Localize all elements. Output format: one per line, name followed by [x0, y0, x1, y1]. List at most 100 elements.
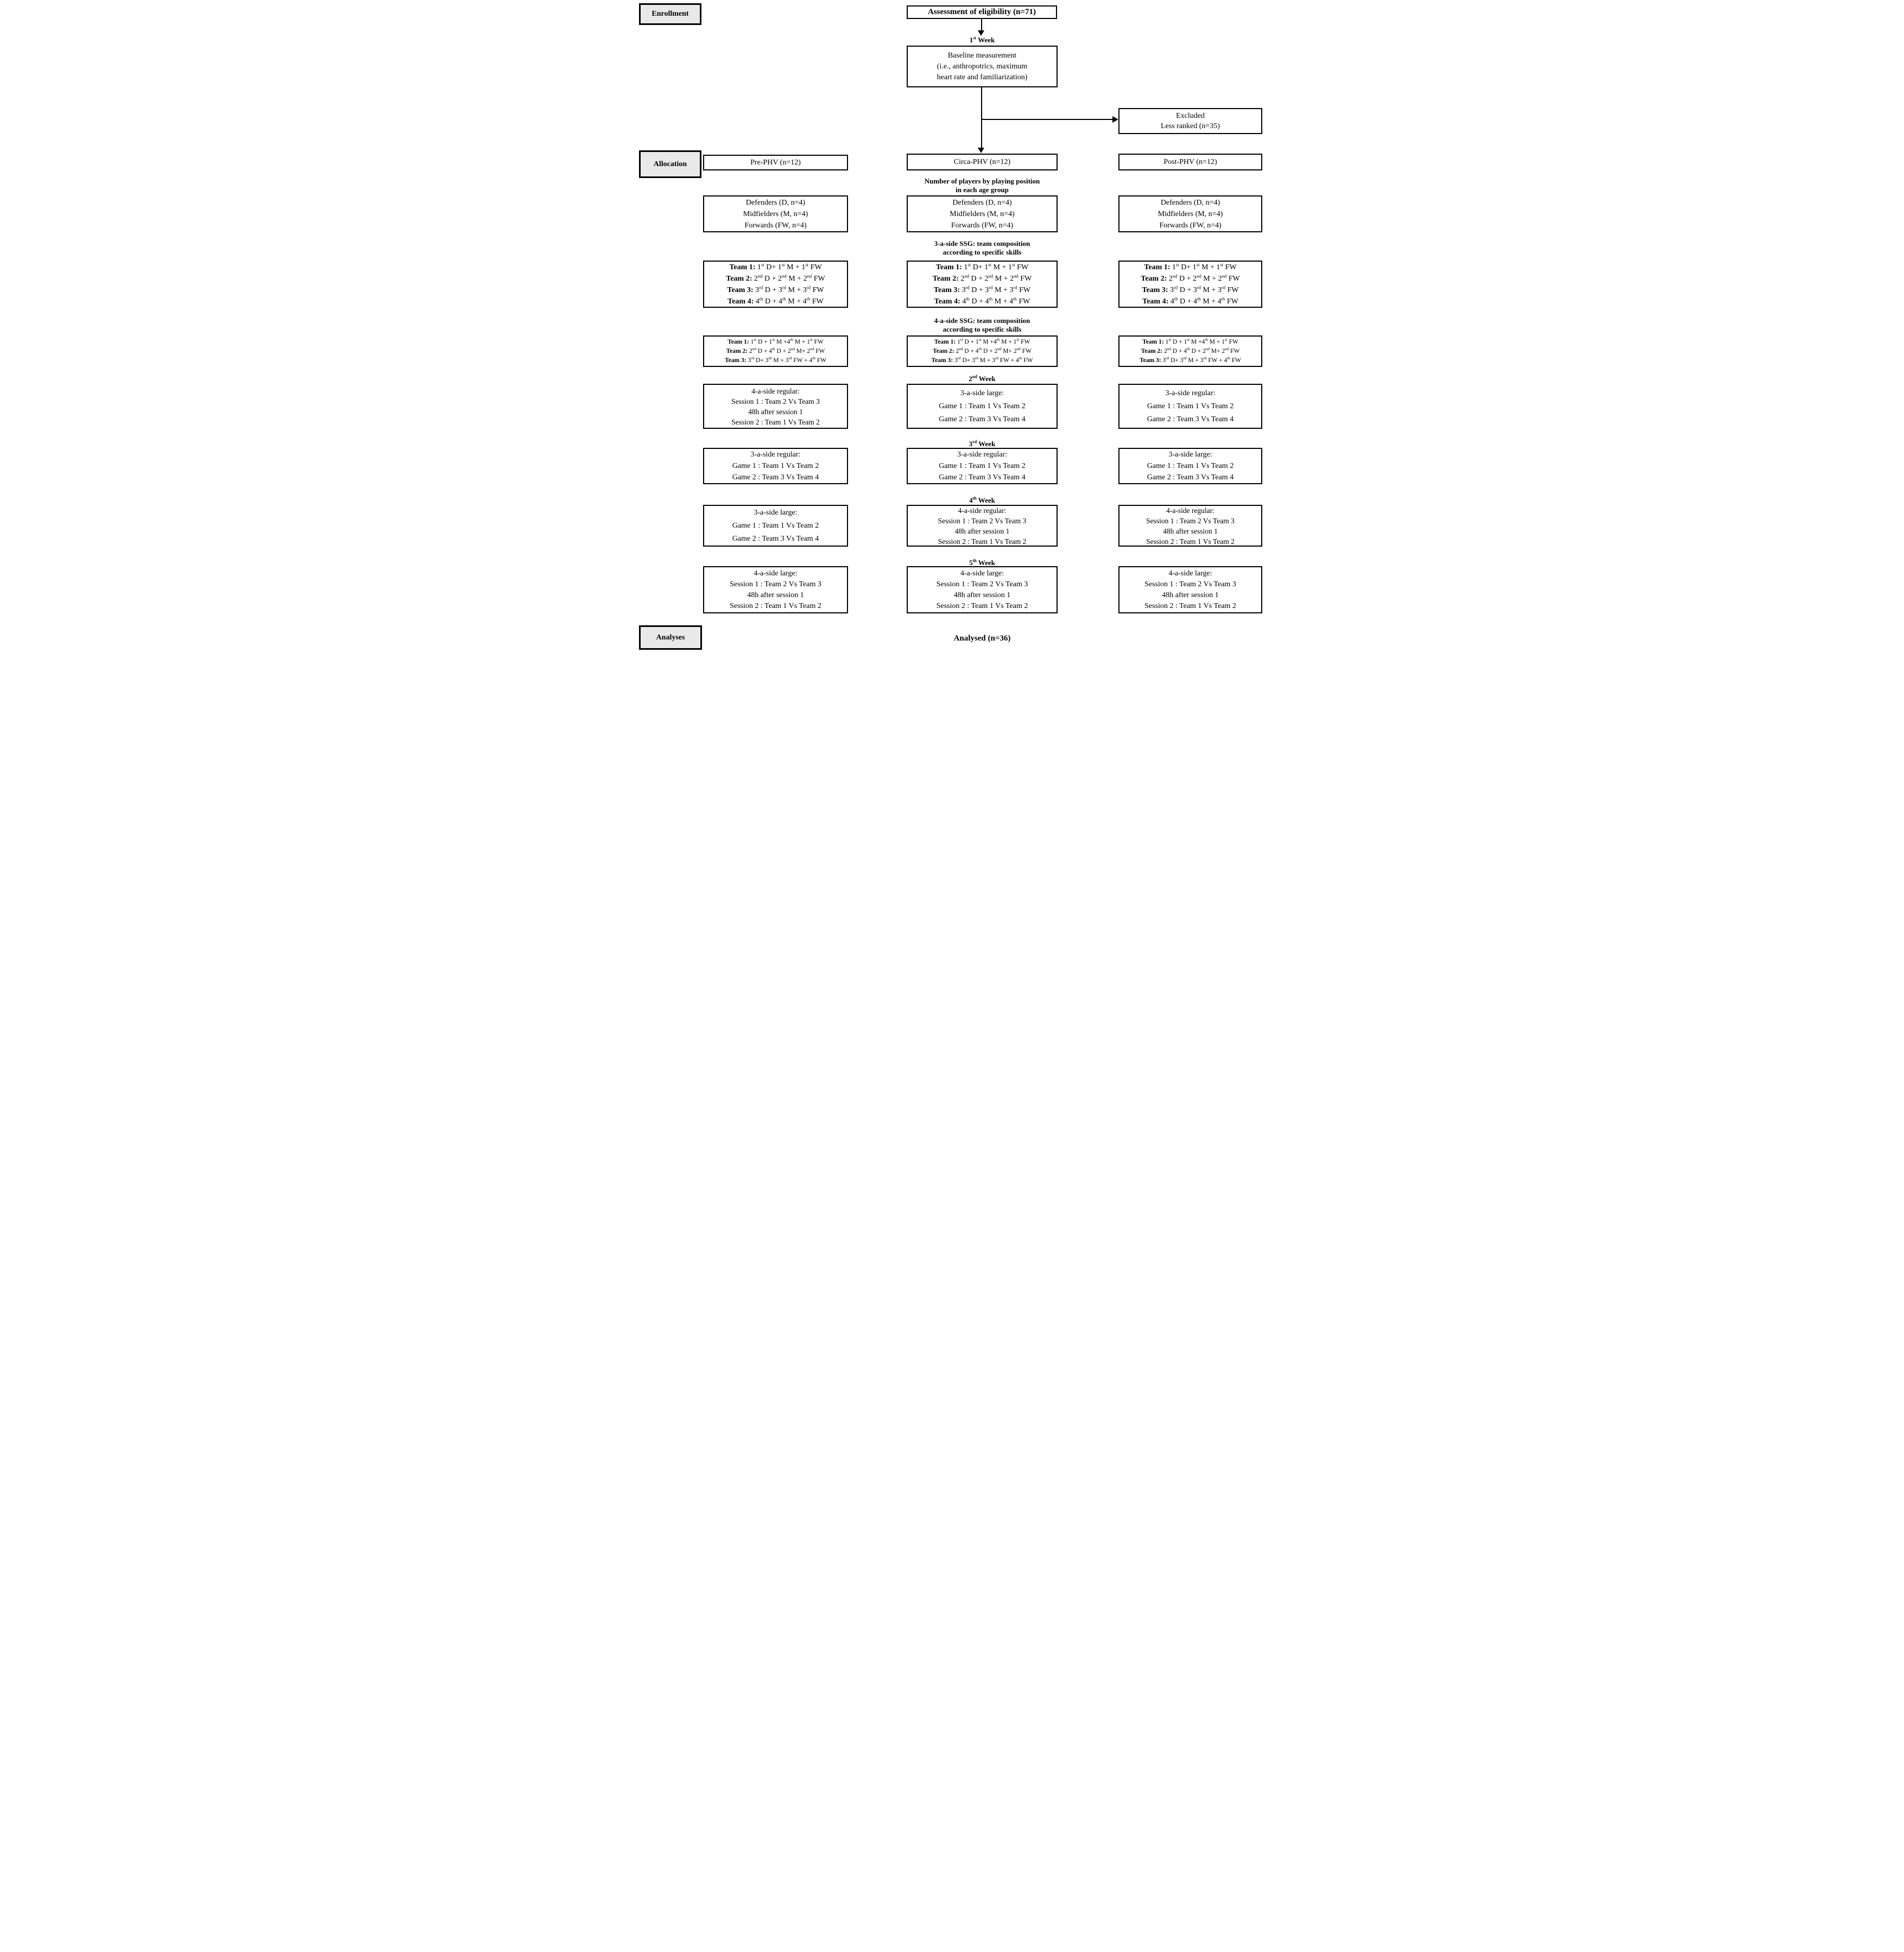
positions-line: Midfielders (M, n=4) — [950, 210, 1015, 218]
game-line: Game 2 : Team 3 Vs Team 4 — [732, 473, 819, 481]
team-line: Team 2: 2nd D + 4th D + 2nd M+ 2nd FW — [1141, 346, 1240, 354]
excluded-box: Excluded Less ranked (n=35) — [1118, 108, 1262, 134]
assessment-eligibility-box: Assessment of eligibility (n=71) — [907, 5, 1057, 19]
arrow-baseline-to-circa-head — [978, 148, 984, 153]
positions-box-post: Defenders (D, n=4) Midfielders (M, n=4) … — [1118, 195, 1262, 232]
positions-line: Forwards (FW, n=4) — [1159, 221, 1222, 230]
team-line: Team 2: 2nd D + 2nd M + 2nd FW — [726, 272, 825, 283]
week5-heading: 5th Week — [969, 558, 995, 567]
game-line: Game 1 : Team 1 Vs Team 2 — [1147, 402, 1234, 410]
team-line: Team 4: 4th D + 4th M + 4th FW — [934, 295, 1030, 306]
session-line: 4-a-side large: — [1168, 569, 1212, 578]
session-line: 48h after session 1 — [954, 527, 1010, 535]
session-line: Session 2 : Team 1 Vs Team 2 — [936, 601, 1028, 610]
week3-box-post: 3-a-side large: Game 1 : Team 1 Vs Team … — [1118, 448, 1262, 484]
game-line: Game 2 : Team 3 Vs Team 4 — [1147, 415, 1234, 423]
arrow-branch-to-excluded-head — [1112, 116, 1118, 123]
arrow-branch-to-excluded-line — [982, 119, 1114, 120]
team-line: Team 3: 3rd D + 3rd M + 3rd FW — [727, 284, 824, 294]
week2-box-circa: 3-a-side large: Game 1 : Team 1 Vs Team … — [907, 384, 1058, 429]
session-line: Session 1 : Team 2 Vs Team 3 — [938, 516, 1027, 525]
week3-box-circa: 3-a-side regular: Game 1 : Team 1 Vs Tea… — [907, 448, 1058, 484]
positions-line: Midfielders (M, n=4) — [743, 210, 808, 218]
game-line: Game 1 : Team 1 Vs Team 2 — [1147, 462, 1234, 470]
positions-line: Forwards (FW, n=4) — [951, 221, 1014, 230]
week3-box-pre: 3-a-side regular: Game 1 : Team 1 Vs Tea… — [703, 448, 848, 484]
team-line: Team 2: 2nd D + 4th D + 2nd M+ 2nd FW — [726, 346, 825, 354]
session-line: Session 2 : Team 1 Vs Team 2 — [938, 537, 1027, 546]
baseline-line: (i.e., anthropotrics, maximum — [937, 62, 1028, 71]
week2-heading: 2nd Week — [969, 374, 996, 383]
session-line: 48h after session 1 — [1162, 591, 1219, 599]
session-line: 48h after session 1 — [953, 591, 1011, 599]
game-line: 3-a-side regular: — [1165, 389, 1216, 397]
num-players-heading: Number of players by playing position in… — [907, 177, 1058, 194]
baseline-line: Baseline measurement — [947, 51, 1017, 60]
positions-line: Defenders (D, n=4) — [952, 198, 1012, 207]
analysed-heading: Analysed (n=36) — [953, 634, 1011, 643]
teams3-box-circa: Team 1: 1st D+ 1st M + 1st FW Team 2: 2n… — [907, 261, 1058, 308]
week5-box-pre: 4-a-side large: Session 1 : Team 2 Vs Te… — [703, 566, 848, 613]
arrow-assessment-to-baseline-head — [978, 30, 984, 36]
teams4-box-post: Team 1: 1st D + 1st M +4th M + 1st FW Te… — [1118, 335, 1262, 367]
team-line: Team 1: 1st D+ 1st M + 1st FW — [729, 261, 822, 271]
ssg3-heading: 3-a-side SSG: team composition according… — [907, 239, 1058, 257]
teams4-box-circa: Team 1: 1st D + 1st M +4th M + 1st FW Te… — [907, 335, 1058, 367]
enrollment-stage-text: Enrollment — [651, 10, 689, 18]
num-players-line: Number of players by playing position — [924, 177, 1040, 185]
session-line: Session 1 : Team 2 Vs Team 3 — [1146, 516, 1235, 525]
team-line: Team 3: 3rd D + 3rd M + 3rd FW — [1142, 284, 1239, 294]
positions-line: Forwards (FW, n=4) — [744, 221, 807, 230]
team-line: Team 1: 1st D+ 1st M + 1st FW — [935, 261, 1029, 271]
week2-box-pre: 4-a-side regular: Session 1 : Team 2 Vs … — [703, 384, 848, 429]
week5-box-post: 4-a-side large: Session 1 : Team 2 Vs Te… — [1118, 566, 1262, 613]
session-line: 4-a-side large: — [754, 569, 798, 578]
game-line: Game 2 : Team 3 Vs Team 4 — [939, 415, 1026, 423]
week5-box-circa: 4-a-side large: Session 1 : Team 2 Vs Te… — [907, 566, 1058, 613]
week4-box-circa: 4-a-side regular: Session 1 : Team 2 Vs … — [907, 505, 1058, 547]
ssg4-heading-line: according to specific skills — [942, 325, 1022, 333]
excluded-line: Less ranked (n=35) — [1161, 122, 1220, 130]
teams3-box-post: Team 1: 1st D+ 1st M + 1st FW Team 2: 2n… — [1118, 261, 1262, 308]
enrollment-stage-label: Enrollment — [639, 3, 701, 25]
game-line: 3-a-side regular: — [750, 451, 801, 459]
team-line: Team 2: 2nd D + 4th D + 2nd M+ 2nd FW — [933, 346, 1032, 354]
positions-line: Defenders (D, n=4) — [1160, 198, 1220, 207]
game-line: 3-a-side regular: — [957, 451, 1008, 459]
team-line: Team 2: 2nd D + 2nd M + 2nd FW — [932, 272, 1032, 283]
session-line: Session 1 : Team 2 Vs Team 3 — [936, 580, 1028, 588]
week4-box-post: 4-a-side regular: Session 1 : Team 2 Vs … — [1118, 505, 1262, 547]
session-line: Session 2 : Team 1 Vs Team 2 — [730, 601, 821, 610]
team-line: Team 4: 4th D + 4th M + 4th FW — [728, 295, 824, 306]
session-line: 48h after session 1 — [748, 407, 803, 416]
week3-heading: 3rd Week — [969, 439, 996, 448]
positions-line: Midfielders (M, n=4) — [1157, 210, 1223, 218]
session-line: Session 2 : Team 1 Vs Team 2 — [731, 417, 820, 426]
session-line: 4-a-side large: — [960, 569, 1004, 578]
session-line: 4-a-side regular: — [1166, 506, 1214, 515]
session-line: Session 2 : Team 1 Vs Team 2 — [1146, 537, 1235, 546]
analyses-stage-label: Analyses — [639, 625, 702, 650]
ssg3-heading-line: 3-a-side SSG: team composition — [934, 239, 1030, 248]
post-phv-box: Post-PHV (n=12) — [1118, 154, 1262, 170]
ssg3-heading-line: according to specific skills — [942, 248, 1022, 256]
game-line: Game 2 : Team 3 Vs Team 4 — [1147, 473, 1234, 481]
game-line: Game 1 : Team 1 Vs Team 2 — [732, 462, 819, 470]
game-line: Game 1 : Team 1 Vs Team 2 — [939, 402, 1026, 410]
positions-box-pre: Defenders (D, n=4) Midfielders (M, n=4) … — [703, 195, 848, 232]
game-line: Game 1 : Team 1 Vs Team 2 — [732, 521, 819, 530]
game-line: Game 2 : Team 3 Vs Team 4 — [939, 473, 1026, 481]
allocation-stage-text: Allocation — [653, 160, 687, 168]
week2-box-post: 3-a-side regular: Game 1 : Team 1 Vs Tea… — [1118, 384, 1262, 429]
teams3-box-pre: Team 1: 1st D+ 1st M + 1st FW Team 2: 2n… — [703, 261, 848, 308]
game-line: 3-a-side large: — [960, 389, 1004, 397]
team-line: Team 1: 1st D + 1st M +4th M + 1st FW — [1142, 337, 1238, 345]
week1-heading: 1st Week — [969, 35, 995, 44]
positions-box-circa: Defenders (D, n=4) Midfielders (M, n=4) … — [907, 195, 1058, 232]
assessment-text: Assessment of eligibility (n=71) — [928, 8, 1036, 16]
circa-phv-text: Circa-PHV (n=12) — [953, 157, 1011, 166]
session-line: 4-a-side regular: — [958, 506, 1007, 515]
ssg4-heading: 4-a-side SSG: team composition according… — [907, 316, 1058, 334]
team-line: Team 2: 2nd D + 2nd M + 2nd FW — [1141, 272, 1240, 283]
team-line: Team 3: 3rd D+ 3rd M + 3rd FW + 4th FW — [1140, 356, 1241, 364]
